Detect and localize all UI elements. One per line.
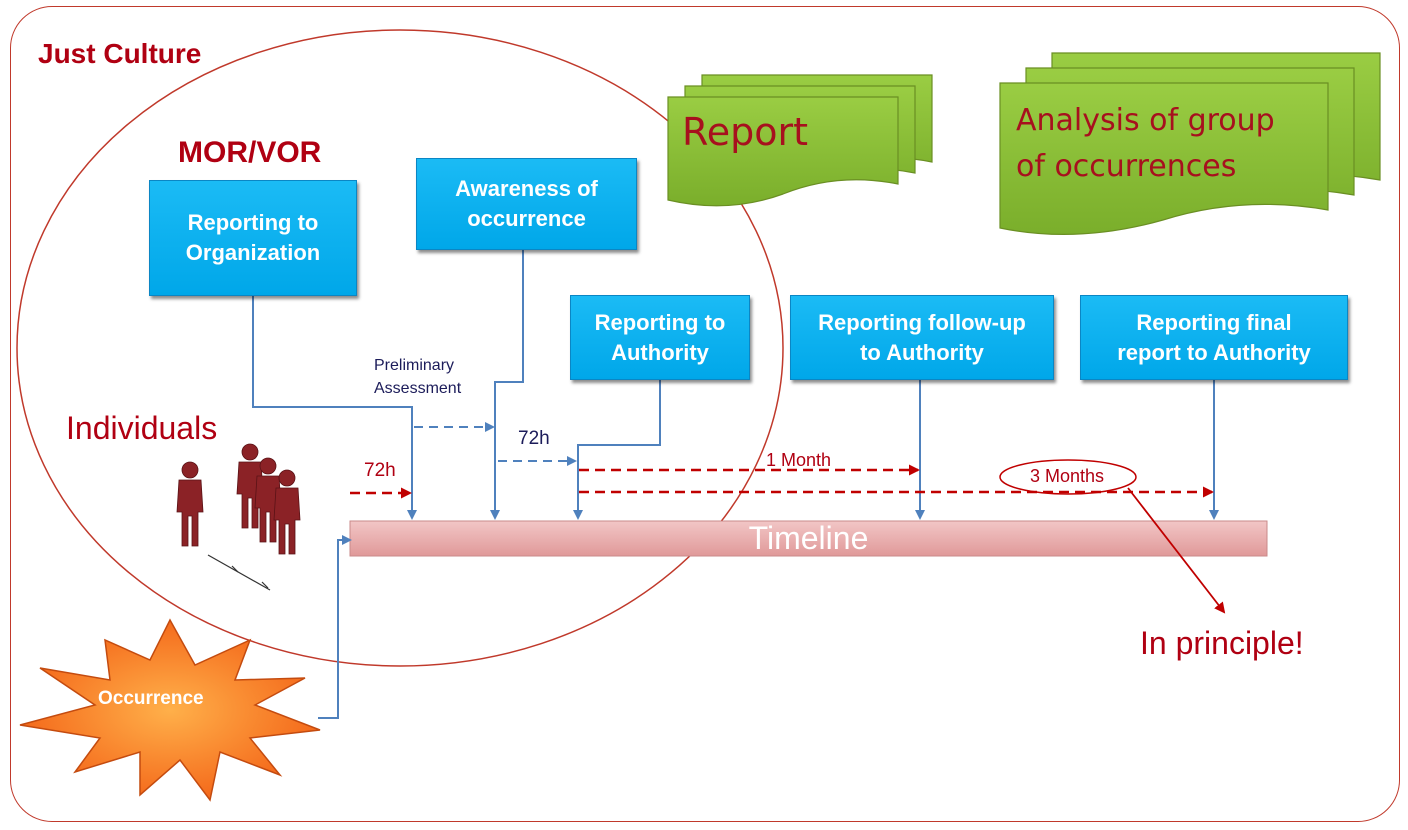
report-document-label: Report — [682, 110, 808, 154]
mor-vor-label: MOR/VOR — [178, 136, 322, 169]
analysis-document-label: Analysis of group of occurrences — [1016, 103, 1275, 184]
reporting-to-authority-box: Reporting to Authority — [570, 295, 750, 380]
timeline-label: Timeline — [748, 520, 869, 556]
organization-connector — [252, 296, 417, 520]
authority-connector — [573, 380, 661, 520]
reporting-final-box: Reporting final report to Authority — [1080, 295, 1348, 380]
three-months-label: 3 Months — [1030, 466, 1105, 486]
awareness-72h-label: 72h — [518, 428, 550, 449]
occurrence-label: Occurrence — [98, 688, 204, 709]
individuals-label: Individuals — [66, 410, 218, 446]
three-months-highlight — [999, 459, 1137, 495]
occurrence-burst — [19, 618, 321, 802]
report-document-stack — [667, 74, 933, 207]
awareness-of-occurrence-box: Awareness of occurrence — [416, 158, 637, 250]
just-culture-title: Just Culture — [38, 38, 202, 69]
individuals-separator — [207, 554, 271, 591]
awareness-connector — [490, 250, 524, 520]
one-month-label: 1 Month — [766, 450, 832, 470]
reporting-follow-up-box: Reporting follow-up to Authority — [790, 295, 1054, 380]
reporting-to-organization-box: Reporting to Organization — [149, 180, 357, 296]
preliminary-assessment-label: Preliminary Assessment — [374, 357, 462, 397]
individuals-figures — [176, 443, 301, 555]
just-culture-circle — [16, 29, 784, 667]
in-principle-pointer — [1127, 487, 1226, 614]
individuals-72h-label: 72h — [364, 460, 396, 481]
in-principle-label: In principle! — [1140, 625, 1304, 661]
outer-frame — [10, 6, 1400, 822]
occurrence-connector — [318, 535, 352, 719]
analysis-document-stack — [999, 52, 1381, 235]
